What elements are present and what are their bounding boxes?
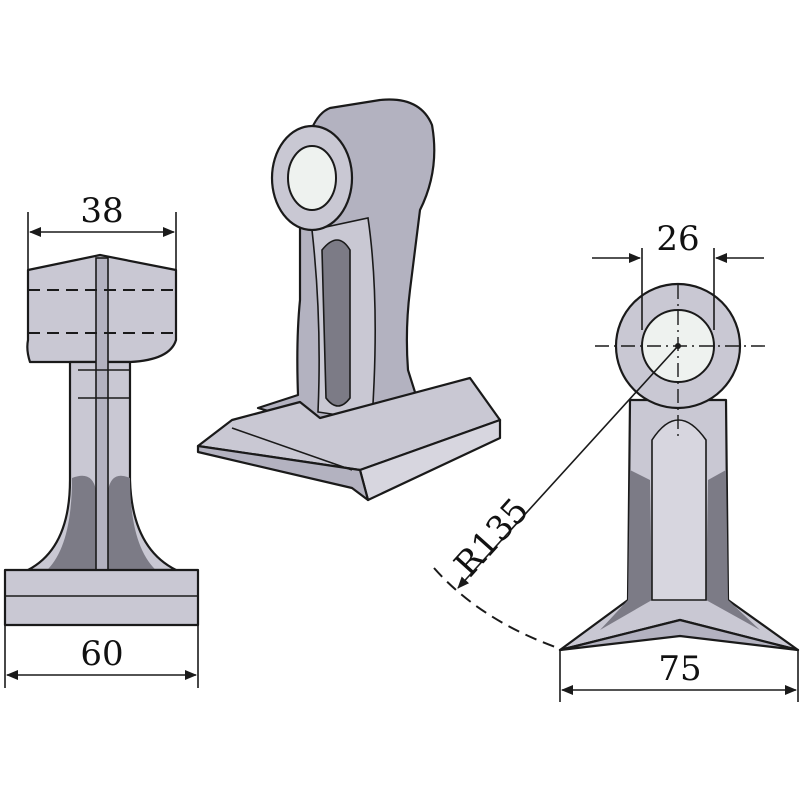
side-view-slot [651,419,707,601]
dim-r135-arc [433,567,559,649]
side-view-left-fillet [600,470,652,630]
iso-slot [321,239,351,407]
front-view-web [95,257,109,589]
isometric-view [196,98,502,502]
front-view-left-fillet [45,475,96,588]
dim-75-label: 75 [658,649,701,689]
iso-hole [287,145,337,211]
front-view-base [3,568,200,627]
iso-base-left [196,444,370,502]
dim-r135-line [457,345,679,589]
iso-base-ridge [231,427,353,471]
dim-26-label: 26 [656,219,699,259]
dim-60-label: 60 [80,634,123,674]
dim-r135-label: R135 [447,491,537,585]
front-view: 38 60 [3,191,200,688]
side-view-right-fillet [706,470,760,630]
side-view: 26 R135 75 [433,219,800,702]
dim-38-label: 38 [80,191,123,231]
front-view-right-fillet [108,475,158,588]
